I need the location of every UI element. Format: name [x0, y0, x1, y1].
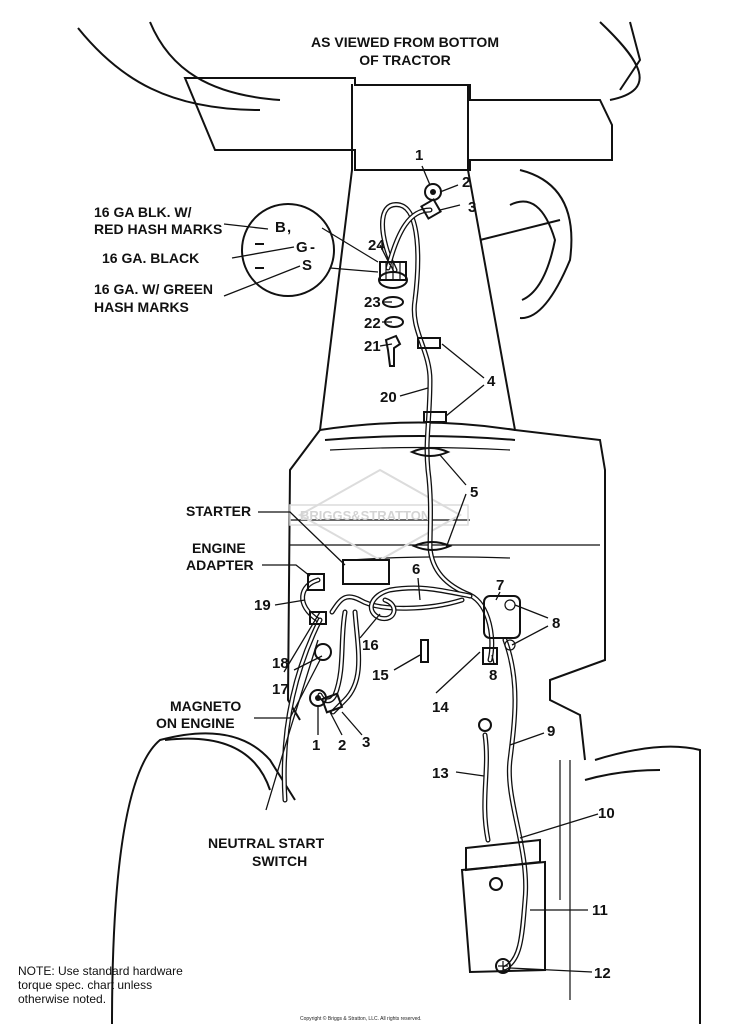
magneto-line-1: MAGNETO: [170, 698, 241, 714]
starter-label: STARTER: [186, 503, 251, 519]
part-number-4: 4: [487, 373, 496, 390]
terminal-g-label: G: [296, 239, 308, 256]
wiring-harness: [281, 202, 529, 971]
part-number-22: 22: [364, 315, 381, 332]
part-number-23: 23: [364, 294, 381, 311]
part-number-8-right: 8: [552, 615, 560, 632]
part-number-15: 15: [372, 667, 389, 684]
ignition-switch-detail: B , G - S: [241, 203, 379, 297]
part-number-13: 13: [432, 765, 449, 782]
starter: [342, 559, 390, 585]
grommet-lower: [411, 541, 453, 551]
svg-text:,: ,: [287, 219, 291, 236]
terminal-s-label: S: [302, 257, 312, 274]
part-number-17: 17: [272, 681, 289, 698]
part-number-3-bottom: 3: [362, 734, 370, 751]
fuse: [420, 639, 429, 663]
part-number-9: 9: [547, 723, 555, 740]
wire-g-label: 16 GA. BLACK: [102, 250, 199, 266]
engine-adapter-line-1: ENGINE: [192, 540, 246, 556]
part-numbers: 1 2 3 4 5 6 7 8 8 9 10 11 12 13 14 15 16…: [254, 147, 615, 982]
title-line-1: AS VIEWED FROM BOTTOM: [311, 34, 499, 50]
ignition-key: [384, 334, 402, 367]
solenoid: [482, 595, 521, 665]
wire-callouts: 16 GA BLK. W/ RED HASH MARKS 16 GA. BLAC…: [94, 204, 301, 315]
neutral-switch-line-1: NEUTRAL START: [208, 835, 325, 851]
title-line-2: OF TRACTOR: [359, 52, 451, 68]
ground-eyelet: [478, 718, 492, 732]
component-callouts: STARTER ENGINE ADAPTER MAGNETO ON ENGINE…: [156, 503, 325, 869]
ground-terminal: [314, 643, 332, 661]
battery: [460, 838, 546, 974]
part-number-7: 7: [496, 577, 504, 594]
note-line-1: NOTE: Use standard hardware: [18, 964, 183, 978]
part-number-1-bottom: 1: [312, 737, 320, 754]
terminal-top: [420, 183, 442, 220]
part-number-8-lower: 8: [489, 667, 497, 684]
wire-s-line-1: 16 GA. W/ GREEN: [94, 281, 213, 297]
tractor-outline: [77, 21, 701, 1024]
part-number-21: 21: [364, 338, 381, 355]
wire-b-line-2: RED HASH MARKS: [94, 221, 222, 237]
part-number-12: 12: [594, 965, 611, 982]
note-line-3: otherwise noted.: [18, 992, 107, 1006]
magneto-line-2: ON ENGINE: [156, 715, 235, 731]
grommet-upper: [409, 447, 451, 457]
terminal-b-label: B: [275, 219, 286, 236]
note-line-2: torque spec. chart unless: [18, 978, 153, 992]
part-number-2-bottom: 2: [338, 737, 346, 754]
part-leaders: [254, 165, 599, 973]
wire-s-line-2: HASH MARKS: [94, 299, 189, 315]
wire-connector: [309, 611, 327, 625]
page-title: AS VIEWED FROM BOTTOM OF TRACTOR: [311, 34, 499, 68]
ignition-switch: [378, 261, 408, 289]
copyright: Copyright © Briggs & Stratton, LLC. All …: [300, 1016, 422, 1022]
part-number-6: 6: [412, 561, 420, 578]
part-number-20: 20: [380, 389, 397, 406]
neutral-switch-line-2: SWITCH: [252, 853, 307, 869]
part-number-5: 5: [470, 484, 478, 501]
note: NOTE: Use standard hardware torque spec.…: [18, 964, 238, 1006]
engine-adapter-line-2: ADAPTER: [186, 557, 254, 573]
watermark: BRIGGS&STRATTON: [289, 468, 469, 562]
part-number-11: 11: [592, 902, 608, 919]
harness-clip-lower: [423, 411, 447, 423]
part-number-19: 19: [254, 597, 271, 614]
svg-text:-: -: [310, 239, 315, 256]
part-number-14: 14: [432, 699, 449, 716]
part-number-24: 24: [368, 237, 385, 254]
watermark-text: BRIGGS&STRATTON: [300, 508, 430, 523]
part-number-2-top: 2: [462, 174, 470, 191]
part-number-3-top: 3: [468, 199, 476, 216]
terminal-bottom: [309, 689, 344, 714]
part-number-16: 16: [362, 637, 379, 654]
part-number-10: 10: [598, 805, 615, 822]
wire-b-line-1: 16 GA BLK. W/: [94, 204, 192, 220]
engine-adapter: [307, 573, 325, 591]
harness-clip-upper: [417, 337, 441, 349]
part-number-18: 18: [272, 655, 289, 672]
components: [307, 183, 546, 974]
part-number-1-top: 1: [415, 147, 423, 164]
